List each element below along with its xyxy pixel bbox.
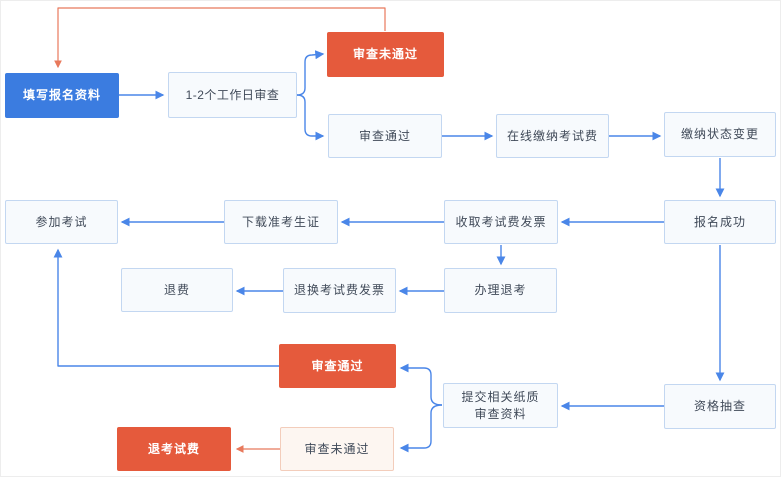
node-take-exam: 参加考试 xyxy=(5,200,118,244)
arrow-submit-paper-to-review-passed-bottom xyxy=(399,363,443,406)
node-return-exam-fee-invoice: 退换考试费发票 xyxy=(283,268,396,313)
submit-paper-line2: 审查资料 xyxy=(474,406,527,421)
arrow-review-passed-bottom-to-take-exam xyxy=(53,248,279,367)
node-review-failed-bottom: 审查未通过 xyxy=(280,427,394,471)
arrow-submit-paper-to-review-failed-bottom xyxy=(399,404,443,453)
node-withdraw-exam: 办理退考 xyxy=(444,268,557,313)
node-review-passed: 审查通过 xyxy=(328,114,442,158)
node-review-duration: 1-2个工作日审查 xyxy=(168,72,297,118)
arrow-review-duration-to-review-failed xyxy=(296,50,325,96)
node-review-passed-bottom: 审查通过 xyxy=(279,344,396,388)
node-refund: 退费 xyxy=(121,268,233,312)
node-submit-paper-materials: 提交相关纸质 审查资料 xyxy=(443,383,558,428)
node-payment-status-change: 缴纳状态变更 xyxy=(664,112,776,157)
arrow-review-failed-to-fill-form xyxy=(54,7,386,69)
node-review-failed-top: 审查未通过 xyxy=(327,32,444,77)
arrow-review-duration-to-review-passed xyxy=(296,94,325,141)
node-qualification-spot-check: 资格抽查 xyxy=(664,384,776,429)
node-download-admission-ticket: 下载准考生证 xyxy=(224,200,338,244)
node-registration-success: 报名成功 xyxy=(664,200,776,244)
node-fill-registration-info: 填写报名资料 xyxy=(5,73,119,118)
node-pay-exam-fee-online: 在线缴纳考试费 xyxy=(496,114,609,158)
node-receive-exam-fee-invoice: 收取考试费发票 xyxy=(444,200,558,244)
submit-paper-line1: 提交相关纸质 xyxy=(461,390,540,405)
node-refund-exam-fee: 退考试费 xyxy=(117,427,231,471)
